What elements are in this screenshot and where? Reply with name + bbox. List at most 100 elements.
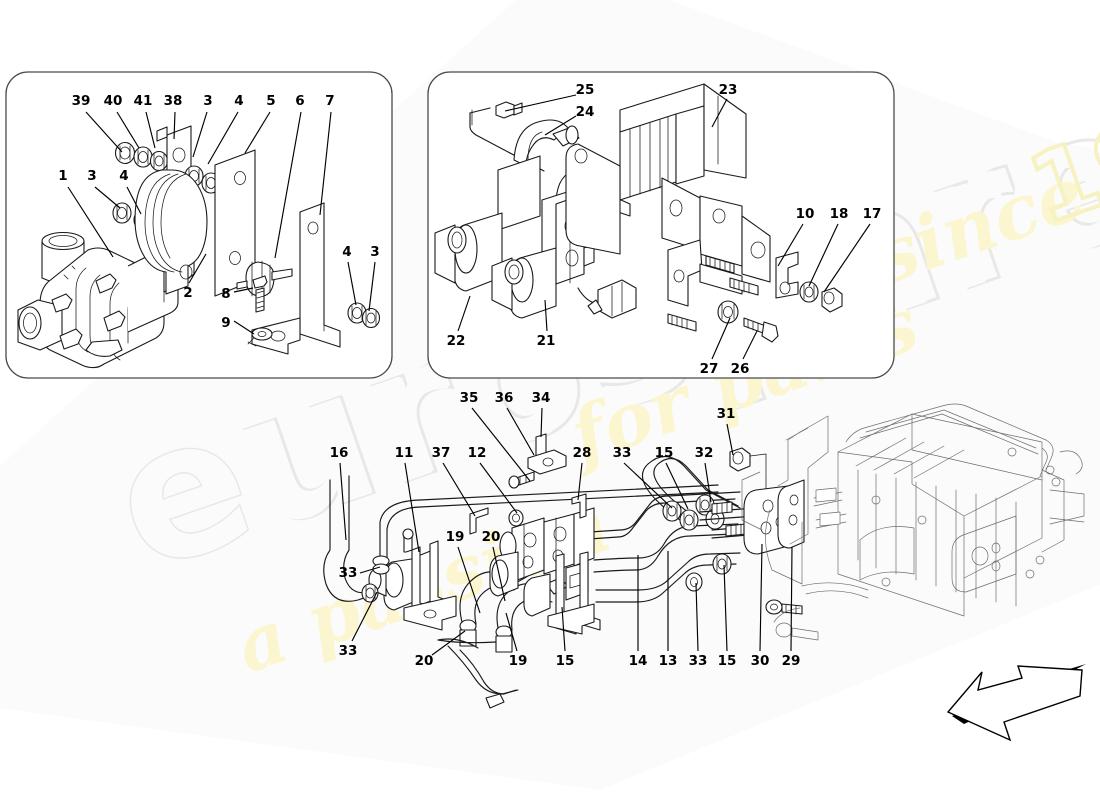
callout-number-20[interactable]: 20 [415, 653, 434, 669]
callout-number-4[interactable]: 4 [119, 168, 128, 184]
support-bracket-part-7 [247, 202, 341, 355]
callout-number-33[interactable]: 33 [339, 643, 358, 659]
callout-leader-lo-30-23 [759, 543, 763, 652]
callout-number-39[interactable]: 39 [72, 93, 91, 109]
callout-number-11[interactable]: 11 [395, 445, 414, 461]
callout-number-33[interactable]: 33 [689, 653, 708, 669]
water-pump-part-1 [17, 231, 195, 369]
heater-evaporator-unit [741, 403, 1085, 641]
callouts-lower-assembly: 35 36 34 31 16 11 37 12 28 33 15 32 19 20 33 33 20 19 15 14… [330, 390, 801, 669]
callout-number-3[interactable]: 3 [203, 93, 212, 109]
flange-part-29 [777, 479, 805, 549]
callout-number-35[interactable]: 35 [460, 390, 479, 406]
callout-number-33[interactable]: 33 [613, 445, 632, 461]
callout-number-12[interactable]: 12 [468, 445, 487, 461]
callout-number-16[interactable]: 16 [330, 445, 349, 461]
callout-number-7[interactable]: 7 [325, 93, 334, 109]
callout-number-33[interactable]: 33 [339, 565, 358, 581]
callout-number-27[interactable]: 27 [700, 361, 719, 377]
callout-number-4[interactable]: 4 [234, 93, 243, 109]
callout-number-28[interactable]: 28 [573, 445, 592, 461]
callouts-water-pump-panel: 39 40 41 38 3 4 5 6 7 1 3 4 2 8 9 4 3 [58, 93, 380, 335]
rubber-clamp-part-2 [134, 169, 208, 295]
hose-loop-upper [641, 455, 741, 521]
callout-number-30[interactable]: 30 [751, 653, 770, 669]
callout-number-21[interactable]: 21 [537, 333, 556, 349]
callout-leader-lo-15-22 [723, 564, 728, 652]
callout-number-3[interactable]: 3 [370, 244, 379, 260]
callout-number-19[interactable]: 19 [446, 529, 465, 545]
central-valve-block [489, 507, 601, 635]
direction-of-travel-arrow [946, 664, 1086, 742]
sensor-part-34 [508, 433, 567, 489]
callout-number-37[interactable]: 37 [432, 445, 451, 461]
callout-leader-p2-24-1 [544, 115, 577, 136]
callout-number-29[interactable]: 29 [782, 653, 801, 669]
callout-leader-lo-37-6 [442, 462, 476, 517]
callout-number-5[interactable]: 5 [266, 93, 275, 109]
relay-support-bracket [565, 143, 771, 307]
callout-leader-lo-36-1 [506, 407, 535, 456]
long-pipe-part-11 [379, 484, 719, 530]
callout-number-41[interactable]: 41 [134, 93, 153, 109]
callout-number-20[interactable]: 20 [482, 529, 501, 545]
callout-number-2[interactable]: 2 [183, 285, 192, 301]
callout-number-40[interactable]: 40 [104, 93, 123, 109]
callout-number-24[interactable]: 24 [576, 104, 595, 120]
callout-number-25[interactable]: 25 [576, 82, 595, 98]
callout-leader-p1-8-13 [233, 287, 254, 293]
callout-number-38[interactable]: 38 [164, 93, 183, 109]
callout-number-26[interactable]: 26 [731, 361, 750, 377]
callout-leader-p1-4-15 [347, 261, 357, 306]
callout-leader-p2-22-6 [457, 295, 471, 332]
callout-leader-p1-3-16 [368, 261, 376, 312]
callout-number-13[interactable]: 13 [659, 653, 678, 669]
callout-number-9[interactable]: 9 [221, 315, 230, 331]
callout-number-22[interactable]: 22 [447, 333, 466, 349]
callouts-water-valve-panel: 25 24 23 10 18 17 22 21 27 26 [447, 82, 882, 377]
callout-leader-lo-15-10 [665, 462, 689, 510]
callout-number-15[interactable]: 15 [655, 445, 674, 461]
callout-number-18[interactable]: 18 [830, 206, 849, 222]
callout-number-34[interactable]: 34 [532, 390, 551, 406]
callout-number-10[interactable]: 10 [796, 206, 815, 222]
callout-leader-lo-20-13 [492, 546, 506, 602]
callout-leader-lo-33-15 [351, 591, 378, 642]
washer-stack-upper [114, 141, 169, 172]
callout-leader-p1-9-14 [233, 320, 255, 335]
callout-leader-p2-21-7 [544, 299, 548, 332]
callout-leader-p1-1-9 [67, 186, 114, 258]
callout-number-36[interactable]: 36 [495, 390, 514, 406]
callout-number-8[interactable]: 8 [221, 286, 230, 302]
callout-number-15[interactable]: 15 [556, 653, 575, 669]
callout-leader-p1-2-12 [188, 253, 207, 284]
callout-leader-p1-38-3 [173, 111, 176, 140]
washer-part-9 [247, 327, 273, 345]
callout-leader-lo-33-9 [623, 462, 673, 509]
callout-leader-p1-5-6 [244, 111, 271, 154]
clip-part-25 [495, 101, 523, 119]
clip-part-10 [775, 251, 799, 299]
callout-number-19[interactable]: 19 [509, 653, 528, 669]
callout-number-17[interactable]: 17 [863, 206, 882, 222]
callout-leader-lo-31-3 [726, 423, 734, 456]
callout-number-31[interactable]: 31 [717, 406, 736, 422]
callout-number-4[interactable]: 4 [342, 244, 351, 260]
callout-leader-p2-18-4 [808, 223, 839, 287]
callout-leader-p2-10-3 [777, 223, 804, 267]
grommet-part-6 [236, 260, 293, 298]
hose-part-13 [595, 552, 741, 603]
callout-leader-p2-26-9 [742, 330, 758, 360]
callout-leader-p1-3-4 [192, 111, 208, 158]
callout-leader-p1-41-2 [145, 111, 156, 149]
washer-part-18 [799, 281, 819, 303]
callout-number-32[interactable]: 32 [695, 445, 714, 461]
callout-number-3[interactable]: 3 [87, 168, 96, 184]
callout-number-14[interactable]: 14 [629, 653, 648, 669]
callout-number-1[interactable]: 1 [58, 168, 67, 184]
callout-number-6[interactable]: 6 [295, 93, 304, 109]
callout-number-15[interactable]: 15 [718, 653, 737, 669]
callout-number-23[interactable]: 23 [719, 82, 738, 98]
callout-leader-lo-16-4 [339, 462, 347, 541]
